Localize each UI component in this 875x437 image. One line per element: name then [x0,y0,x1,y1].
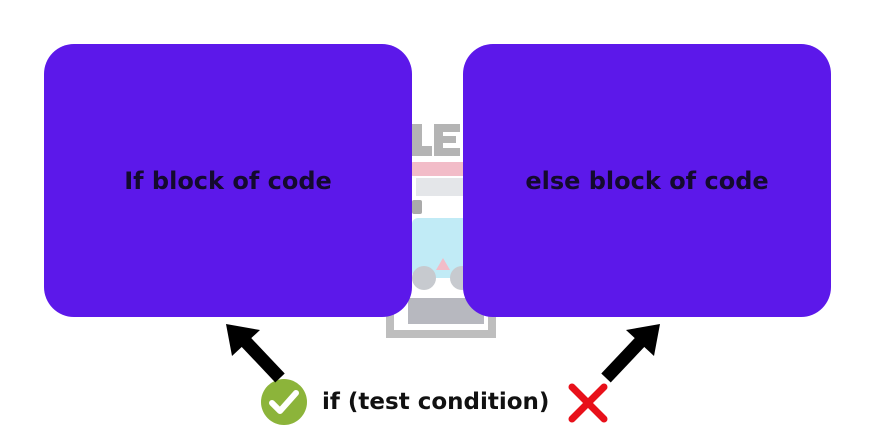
else-block: else block of code [463,44,831,317]
else-block-label: else block of code [525,166,769,195]
arrow-to-if-block [226,324,285,383]
if-block-label: If block of code [124,166,332,195]
check-circle-icon [261,379,307,425]
cross-icon [568,383,608,423]
condition-text: if (test condition) [322,389,550,415]
if-block: If block of code [44,44,412,317]
arrow-to-else-block [601,324,660,383]
